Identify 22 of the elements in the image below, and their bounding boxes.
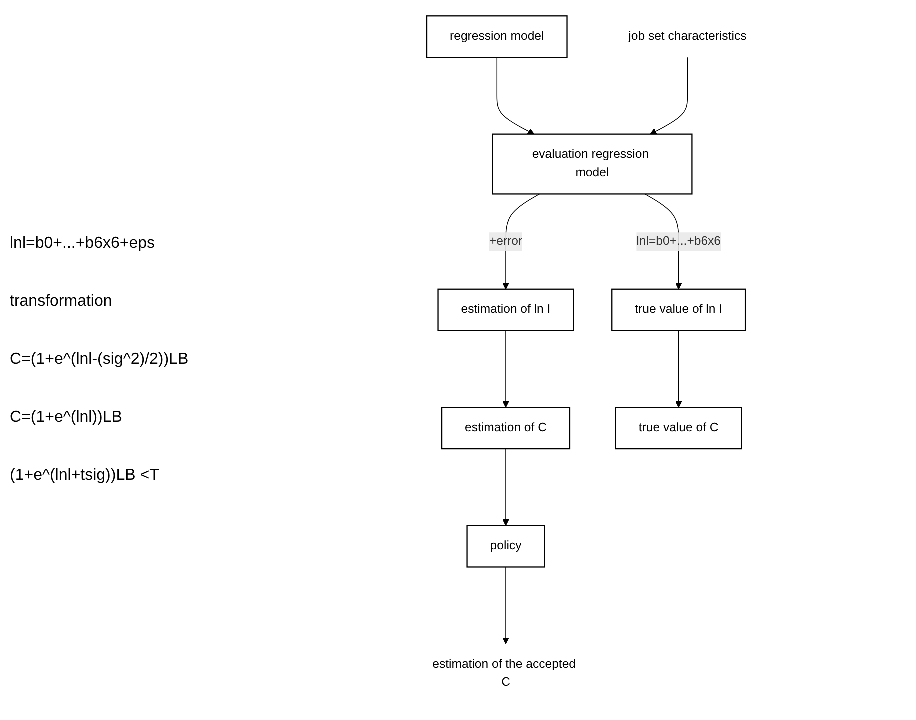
arrow	[502, 448, 510, 526]
formula-note: (1+e^(lnl+tsig))LB <T	[10, 467, 160, 485]
arrow	[675, 330, 682, 408]
edge-label: lnl=b0+...+b6x6	[636, 234, 721, 248]
edge-label: +error	[489, 234, 523, 248]
node-box: policy	[466, 525, 546, 568]
arrow	[502, 566, 510, 644]
node-box: true value of C	[615, 407, 742, 450]
formula-note: lnl=b0+...+b6x6+eps	[10, 235, 156, 253]
node-box: estimation of C	[441, 407, 571, 450]
arrow	[502, 330, 510, 408]
node-text: job set characteristics	[628, 30, 747, 44]
node-box: regression model	[426, 16, 568, 58]
node-text: estimation of the accepted C	[432, 658, 576, 690]
formula-note: transformation	[10, 293, 114, 311]
formula-note: C=(1+e^(lnl))LB	[10, 409, 124, 427]
node-box: estimation of ln I	[438, 288, 574, 332]
arrow	[650, 57, 688, 135]
formula-note: C=(1+e^(lnl-(sig^2)/2))LB	[10, 351, 190, 369]
node-box: true value of ln I	[612, 288, 746, 332]
arrow	[496, 57, 535, 135]
node-box: evaluation regression model	[492, 134, 693, 195]
